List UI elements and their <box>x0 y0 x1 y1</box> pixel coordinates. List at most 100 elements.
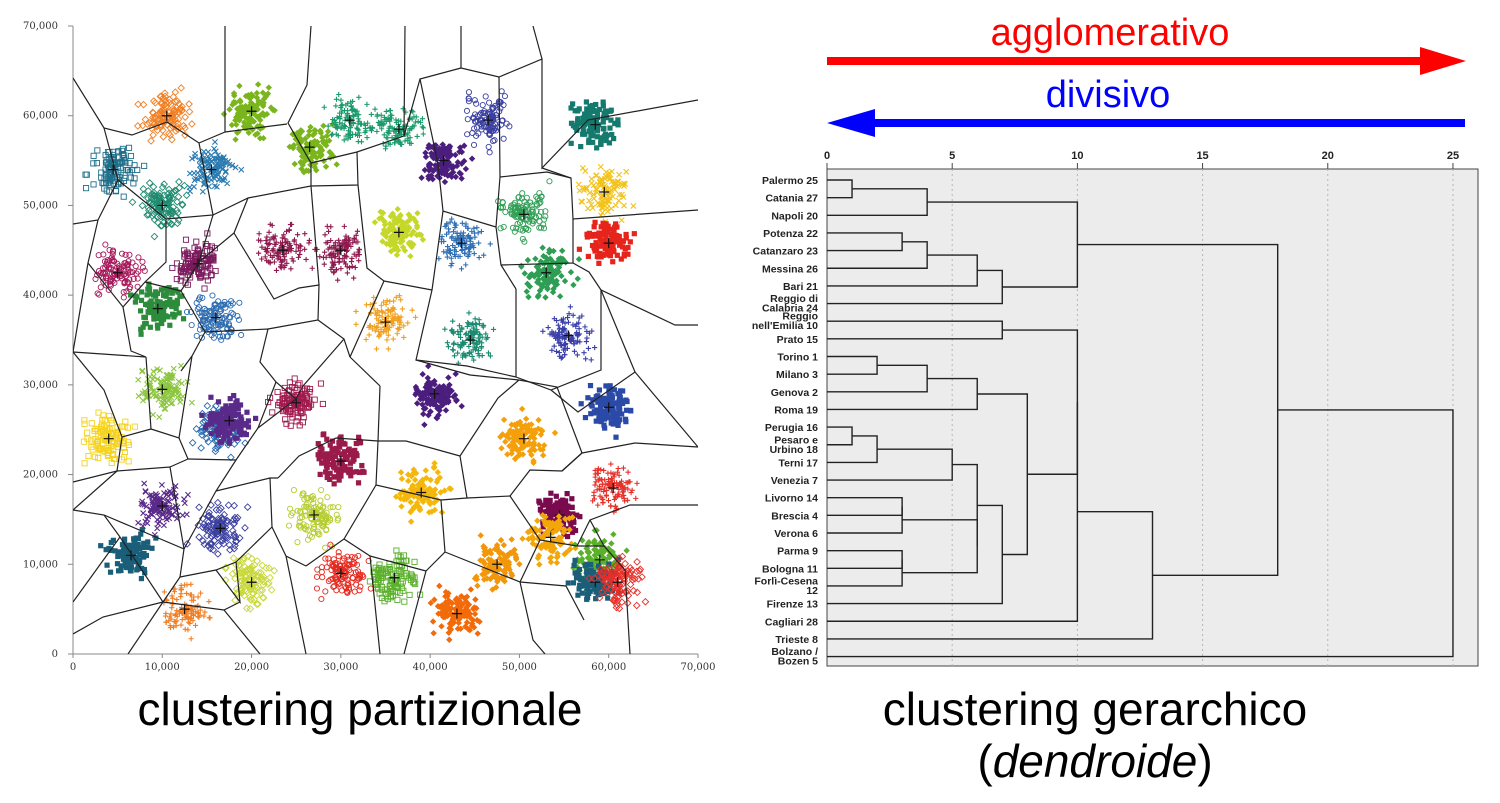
data-point <box>234 105 241 113</box>
data-point <box>480 123 487 130</box>
cluster-10 <box>128 177 191 241</box>
data-point <box>511 208 518 215</box>
data-point <box>397 217 405 225</box>
data-point <box>333 123 339 129</box>
data-point <box>235 128 242 135</box>
data-point <box>445 374 452 381</box>
cluster-31 <box>265 375 326 429</box>
data-point <box>173 198 181 206</box>
data-point <box>253 415 259 422</box>
data-point <box>514 208 521 215</box>
data-point <box>598 138 604 144</box>
data-point <box>140 510 147 517</box>
data-point <box>407 231 415 238</box>
data-point <box>102 159 109 166</box>
data-point <box>476 240 482 246</box>
data-point <box>150 232 159 241</box>
data-point <box>204 153 211 160</box>
data-point <box>452 222 458 228</box>
data-point <box>399 244 407 251</box>
data-point <box>322 163 330 170</box>
x-tick-label: 20,000 <box>234 662 269 673</box>
data-point <box>615 117 621 123</box>
data-point <box>398 503 405 510</box>
data-point <box>463 244 469 251</box>
data-point <box>634 480 640 486</box>
data-point <box>307 123 314 131</box>
data-point <box>169 110 178 118</box>
data-point <box>323 458 329 464</box>
data-point <box>186 170 193 177</box>
data-point <box>431 150 439 157</box>
data-point <box>382 146 389 152</box>
cluster-14 <box>495 178 553 245</box>
data-point <box>341 223 347 229</box>
data-point <box>195 503 203 512</box>
cluster-1 <box>133 84 196 145</box>
data-point <box>446 229 452 235</box>
data-point <box>542 294 549 301</box>
x-tick-label: 60,000 <box>591 662 626 673</box>
data-point <box>274 388 281 396</box>
data-point <box>441 166 449 173</box>
data-point <box>185 100 193 108</box>
data-point <box>399 237 406 245</box>
data-point <box>168 122 177 131</box>
data-point <box>362 129 368 136</box>
data-point <box>623 231 629 238</box>
data-point <box>620 465 627 471</box>
data-point <box>402 138 408 144</box>
data-point <box>290 487 297 494</box>
data-point <box>354 108 360 114</box>
data-point <box>524 256 532 264</box>
data-point <box>466 252 472 258</box>
data-point <box>508 204 515 211</box>
data-point <box>608 117 614 123</box>
data-point <box>269 409 276 416</box>
data-point <box>539 244 546 251</box>
data-point <box>422 149 429 157</box>
data-point <box>143 552 150 559</box>
data-point <box>536 561 543 568</box>
data-point <box>244 107 251 114</box>
data-point <box>592 482 598 488</box>
data-point <box>299 419 306 426</box>
data-point <box>167 296 173 303</box>
data-point <box>398 297 404 303</box>
data-point <box>166 131 175 140</box>
data-point <box>145 119 154 127</box>
data-point <box>463 332 469 338</box>
data-point <box>199 188 206 195</box>
data-point <box>348 103 355 109</box>
data-point <box>338 438 344 445</box>
data-point <box>336 120 343 126</box>
data-point <box>444 340 451 346</box>
data-point <box>468 155 476 162</box>
data-point <box>594 145 600 151</box>
data-point <box>254 130 261 137</box>
data-point <box>399 306 405 312</box>
data-point <box>471 97 478 104</box>
data-point <box>149 113 157 122</box>
data-point <box>356 469 363 476</box>
data-point <box>128 568 134 574</box>
data-point <box>313 154 320 161</box>
data-point <box>181 124 189 132</box>
data-point <box>553 348 560 355</box>
data-point <box>81 420 88 427</box>
data-point <box>145 539 151 545</box>
data-point <box>513 225 520 232</box>
data-point <box>393 117 399 123</box>
data-point <box>436 256 442 262</box>
data-point <box>450 318 456 324</box>
data-point <box>305 147 312 154</box>
data-point <box>226 440 232 446</box>
data-point <box>591 244 597 251</box>
data-point <box>131 175 138 182</box>
data-point <box>627 239 633 245</box>
cluster-39 <box>286 486 342 551</box>
data-point <box>354 126 361 132</box>
data-point <box>326 148 333 156</box>
data-point <box>319 446 325 452</box>
